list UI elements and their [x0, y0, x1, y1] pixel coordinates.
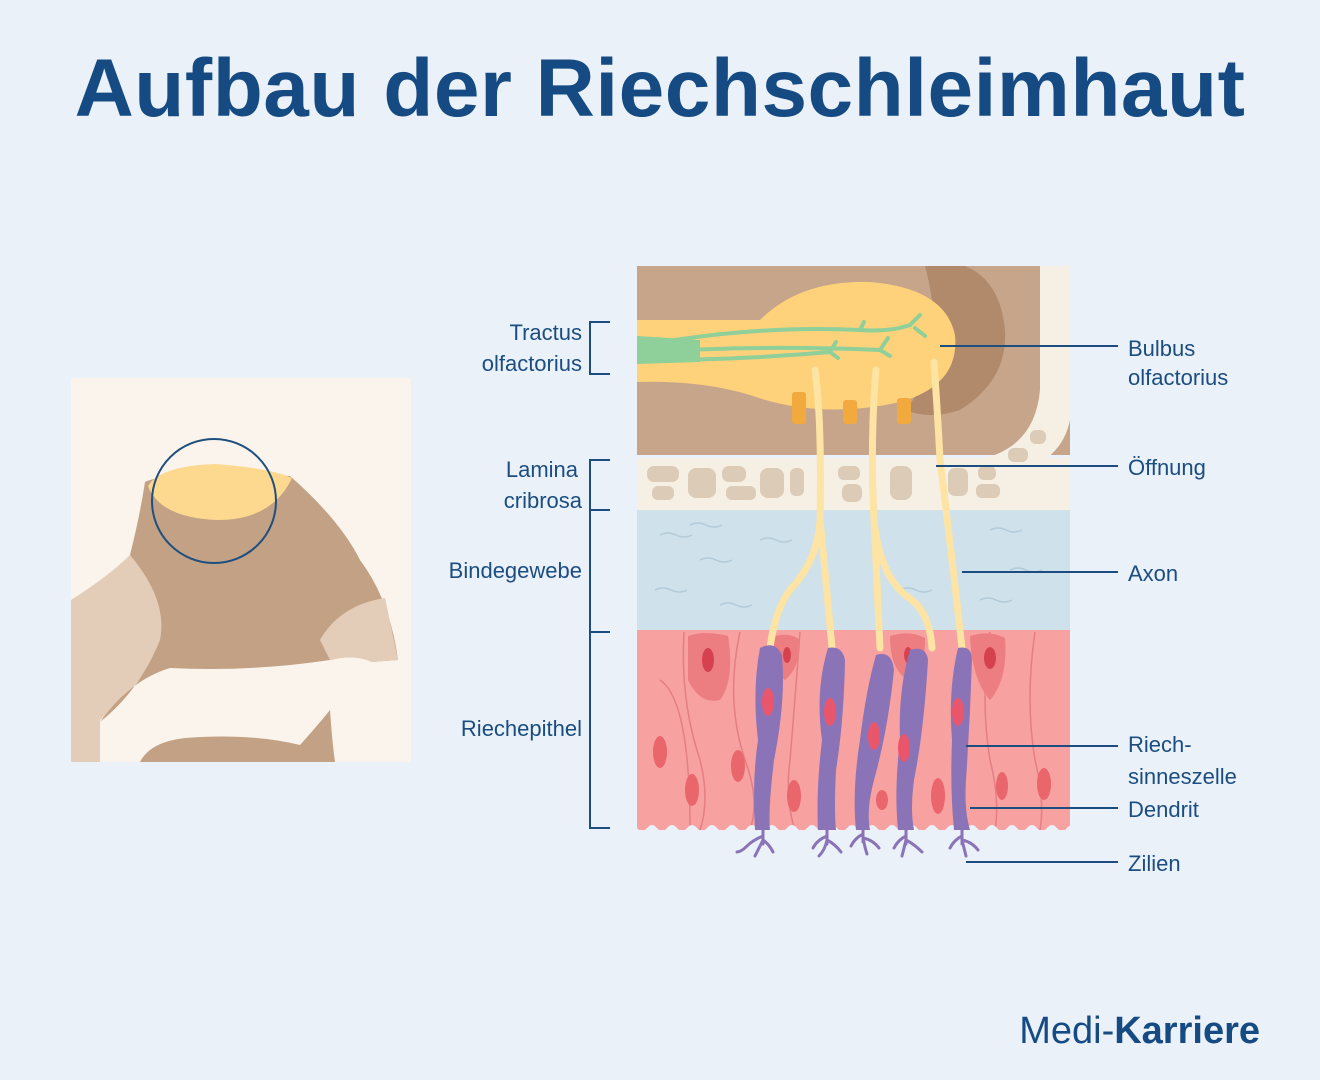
brand-logo: Medi-Karriere — [1019, 1010, 1260, 1053]
connective-tissue — [637, 510, 1070, 630]
label-tractus-line1: Tractus — [509, 320, 582, 345]
brand-part2: Karriere — [1114, 1010, 1260, 1052]
label-dendrit: Dendrit — [1128, 797, 1199, 822]
label-riech-line1: Riech- — [1128, 732, 1192, 757]
mucosa-section — [637, 266, 1070, 846]
label-oeffnung: Öffnung — [1128, 455, 1206, 480]
label-riechepithel: Riechepithel — [461, 716, 582, 741]
right-leader-lines — [936, 345, 1118, 863]
label-lamina-line1: Lamina — [506, 457, 579, 482]
brand-part1: Medi- — [1019, 1010, 1115, 1052]
label-bindegewebe: Bindegewebe — [449, 558, 582, 583]
label-bulbus-line2: olfactorius — [1128, 365, 1228, 390]
label-tractus-line2: olfactorius — [482, 351, 582, 376]
nose-crosssection — [71, 378, 411, 762]
label-zilien: Zilien — [1128, 851, 1181, 876]
label-bulbus-line1: Bulbus — [1128, 336, 1195, 361]
label-lamina-line2: cribrosa — [504, 488, 583, 513]
axon-bundle — [766, 358, 966, 652]
left-brackets — [589, 321, 610, 829]
focus-circle — [151, 438, 277, 564]
label-axon: Axon — [1128, 561, 1178, 586]
page-title: Aufbau der Riechschleimhaut — [74, 43, 1246, 134]
zilien — [735, 828, 980, 858]
label-riech-line2: sinneszelle — [1128, 764, 1237, 789]
